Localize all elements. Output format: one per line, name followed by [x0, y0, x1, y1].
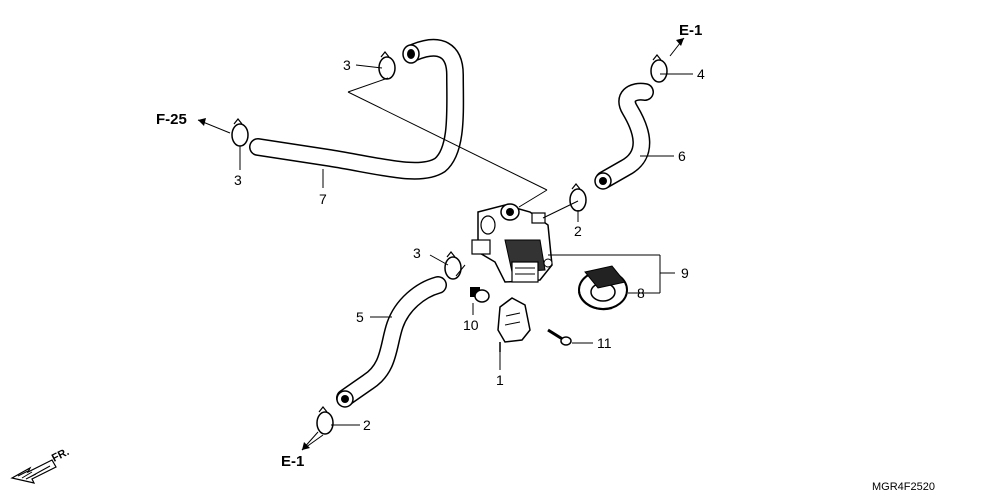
nut-10 [470, 287, 490, 303]
callout-7: 7 [319, 191, 327, 207]
leader-lines [239, 64, 693, 451]
callout-6: 6 [678, 148, 686, 164]
callout-8: 8 [637, 285, 645, 301]
screw-11 [547, 328, 572, 346]
reference-f25: F-25 [156, 111, 187, 128]
callout-11: 11 [597, 335, 612, 351]
hose-clamp-3-top [378, 51, 396, 80]
hose-clamp-2-upper [569, 183, 587, 212]
front-direction-label: FR. [50, 446, 71, 465]
callout-5: 5 [356, 309, 364, 325]
reference-e1-bottom: E-1 [281, 453, 304, 470]
hose-7 [249, 38, 465, 180]
callout-2-lower: 2 [363, 417, 371, 433]
hose-5 [336, 276, 447, 408]
callout-3-middle: 3 [413, 245, 421, 261]
callout-3-left: 3 [234, 172, 242, 188]
front-direction-arrow: FR. [10, 446, 71, 484]
callout-3-top: 3 [343, 57, 351, 73]
air-supply-valve [471, 203, 553, 283]
callout-1: 1 [496, 372, 504, 388]
diagram-code: MGR4F2520 [872, 481, 935, 493]
bracket-1 [497, 297, 531, 352]
callout-9: 9 [681, 265, 689, 281]
reference-arrows [197, 37, 685, 451]
hose-clamp-4 [650, 54, 668, 83]
callout-2-upper: 2 [574, 223, 582, 239]
callout-10: 10 [463, 317, 479, 333]
hose-clamp-3-left [231, 118, 249, 147]
reference-e1-top: E-1 [679, 22, 702, 39]
clip-8 [578, 265, 628, 311]
callout-4: 4 [697, 66, 705, 82]
hose-clamp-3-middle [444, 251, 462, 280]
hose-6 [594, 82, 654, 190]
hose-clamp-2-lower [316, 406, 334, 435]
